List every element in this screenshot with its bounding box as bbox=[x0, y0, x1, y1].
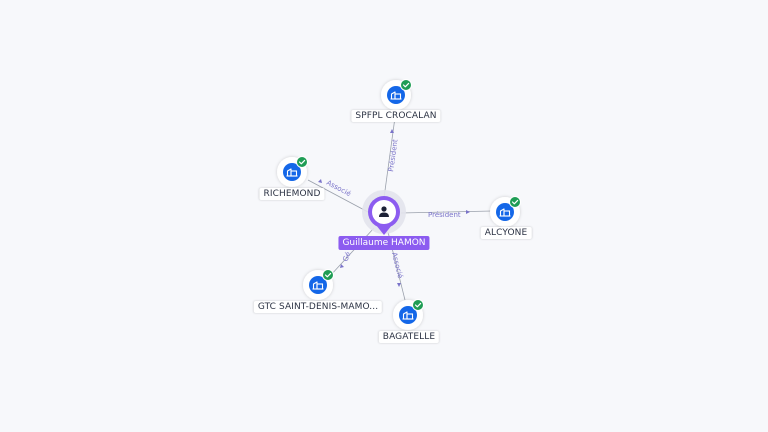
check-badge-icon bbox=[509, 196, 521, 208]
arrowhead bbox=[397, 283, 401, 287]
company-node-gtc[interactable] bbox=[303, 269, 334, 301]
check-badge-icon bbox=[322, 269, 334, 281]
company-label-alcyone[interactable]: ALCYONE bbox=[480, 227, 532, 239]
center-node[interactable] bbox=[362, 190, 406, 235]
company-label-gtc[interactable]: GTC SAINT-DENIS-MAMO... bbox=[253, 301, 383, 313]
company-node-bagatelle[interactable] bbox=[393, 299, 424, 331]
edge-label-crocalan: Président bbox=[387, 139, 400, 173]
building-icon bbox=[390, 91, 402, 100]
company-node-crocalan[interactable] bbox=[381, 79, 412, 111]
edge-label-richemond: Associé bbox=[325, 179, 352, 198]
building-icon bbox=[499, 208, 511, 217]
company-label-bagatelle[interactable]: BAGATELLE bbox=[378, 331, 440, 343]
edge-label-bagatelle: Associé bbox=[390, 252, 404, 280]
edge-alcyone bbox=[400, 210, 493, 214]
arrowhead bbox=[390, 129, 394, 133]
company-nodes bbox=[277, 79, 521, 331]
person-icon bbox=[379, 206, 389, 217]
edge-richemond bbox=[307, 179, 369, 213]
building-icon bbox=[312, 281, 324, 290]
check-badge-icon bbox=[412, 299, 424, 311]
company-node-alcyone[interactable] bbox=[490, 196, 521, 228]
company-node-richemond[interactable] bbox=[277, 156, 308, 188]
edge-label-alcyone: Président bbox=[428, 211, 461, 219]
edge-crocalan bbox=[383, 109, 397, 199]
building-icon bbox=[402, 311, 414, 320]
check-badge-icon bbox=[400, 79, 412, 91]
arrowhead bbox=[466, 210, 470, 214]
check-badge-icon bbox=[296, 156, 308, 168]
company-label-richemond[interactable]: RICHEMOND bbox=[259, 188, 325, 200]
center-label[interactable]: Guillaume HAMON bbox=[338, 236, 430, 250]
building-icon bbox=[286, 168, 298, 177]
company-label-crocalan[interactable]: SPFPL CROCALAN bbox=[351, 110, 441, 122]
arrowhead bbox=[318, 179, 322, 183]
edge-label-gtc: Gé bbox=[341, 251, 352, 263]
arrowhead bbox=[340, 264, 344, 268]
